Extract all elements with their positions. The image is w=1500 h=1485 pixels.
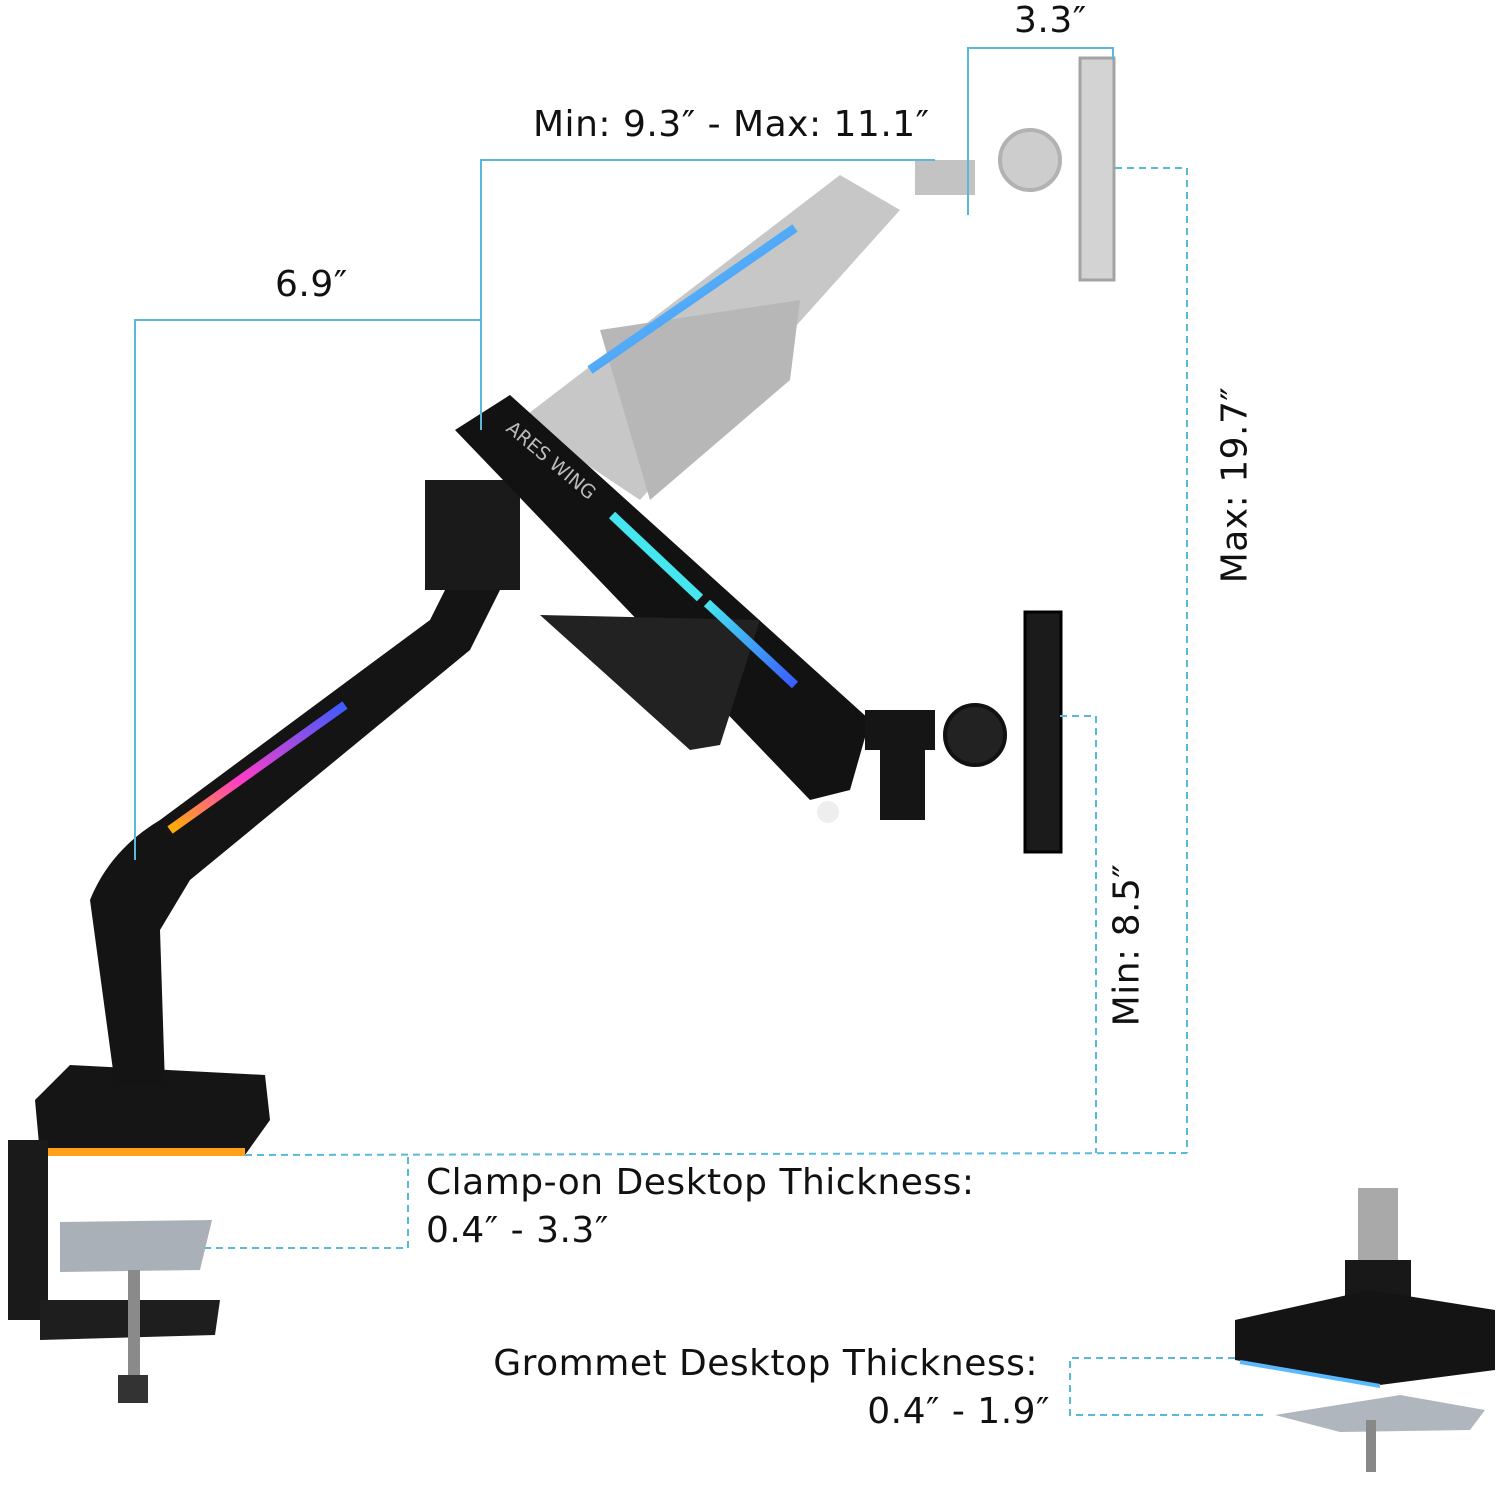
min-height-label: Min: 8.5″ — [1106, 863, 1148, 1027]
desk-clamp — [8, 1065, 270, 1403]
lower-arm-label: 6.9″ — [275, 264, 348, 305]
grommet-thickness-title: Grommet Desktop Thickness: — [493, 1343, 1038, 1384]
grommet-thickness-range: 0.4″ - 1.9″ — [867, 1391, 1050, 1432]
clamp-thickness-range: 0.4″ - 3.3″ — [426, 1210, 609, 1251]
dimension-lines — [134, 47, 1265, 1416]
arm-extension-label: Min: 9.3″ - Max: 11.1″ — [533, 104, 930, 145]
lower-arm — [90, 480, 520, 1085]
ghost-upper-arm — [520, 56, 1116, 500]
plate-depth-label: 3.3″ — [1014, 0, 1087, 41]
vesa-plate — [865, 610, 1063, 854]
max-height-label: Max: 19.7″ — [1214, 386, 1256, 584]
clamp-thickness-title: Clamp-on Desktop Thickness: — [426, 1162, 975, 1203]
grommet-base — [1235, 1188, 1495, 1472]
